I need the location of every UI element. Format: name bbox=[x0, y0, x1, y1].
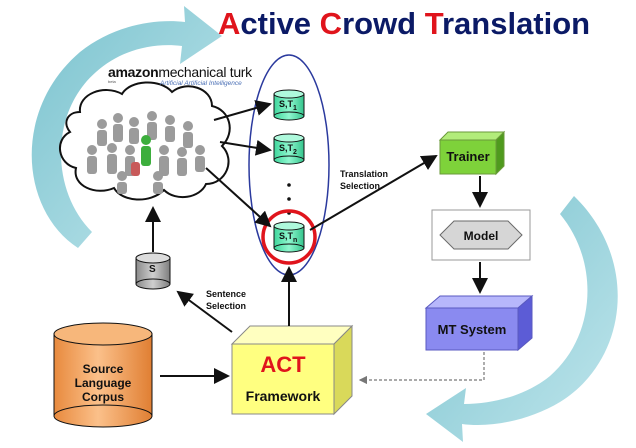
cylinder-st1 bbox=[273, 89, 305, 121]
model-label: Model bbox=[463, 229, 499, 243]
page-title: Active Crowd Translation bbox=[218, 6, 591, 41]
cylinder-stn bbox=[273, 221, 305, 253]
arrow-stn-to-trainer bbox=[309, 154, 438, 231]
cylinder-st2 bbox=[273, 133, 305, 165]
act-label: ACT bbox=[260, 352, 306, 377]
arrow-cloud-to-st1 bbox=[213, 100, 272, 121]
amazon-mturk-logo: amazonmechanical turk bbox=[108, 64, 252, 80]
source-corpus-cylinder bbox=[53, 322, 153, 428]
arrow-act-to-s bbox=[176, 290, 233, 333]
arrow-cloud-to-st2 bbox=[219, 139, 272, 156]
mt-system-label: MT System bbox=[437, 322, 507, 337]
left-cycle-arrow bbox=[31, 6, 222, 248]
cylinder-st1-label: S,T1 bbox=[279, 99, 297, 112]
right-cycle-arrow bbox=[426, 196, 618, 442]
trainer-label: Trainer bbox=[446, 149, 490, 164]
mt-system-box bbox=[424, 294, 534, 352]
crowd-cloud bbox=[59, 81, 231, 201]
selected-translation-highlight bbox=[261, 209, 317, 265]
framework-label: Framework bbox=[245, 388, 321, 404]
amazon-mturk-tagline: Artificial Artificial Intelligence bbox=[160, 80, 242, 87]
cylinder-stn-label: S,Tn bbox=[279, 231, 298, 244]
cylinder-s bbox=[135, 252, 171, 290]
model-box bbox=[431, 209, 531, 261]
act-framework-box bbox=[230, 324, 354, 416]
arrow-mt-to-act-dashed bbox=[358, 352, 485, 385]
cylinder-s-label: S bbox=[149, 264, 156, 275]
trainer-box bbox=[438, 130, 506, 176]
cylinder-st2-label: S,T2 bbox=[279, 143, 297, 156]
arrow-cloud-to-stn bbox=[205, 167, 272, 228]
amazon-mturk-beta: beta bbox=[108, 79, 116, 84]
